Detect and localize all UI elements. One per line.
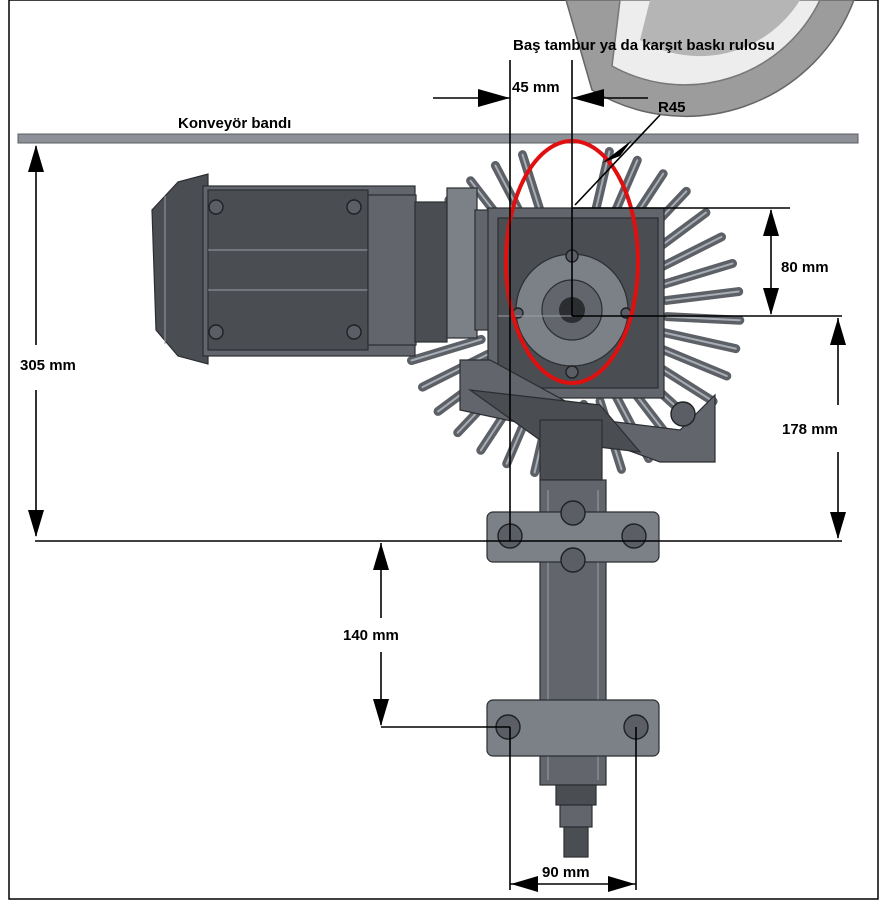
head-drum (565, 0, 855, 118)
bristle-highlight (655, 235, 723, 271)
bristle-highlight (665, 315, 741, 322)
bristle-highlight (663, 331, 737, 350)
dim-80-label: 80 mm (781, 259, 829, 276)
dim-45-label: 45 mm (512, 79, 560, 96)
belt-label: Konveyör bandı (178, 115, 291, 132)
dim-305-label: 305 mm (20, 357, 76, 374)
motor (151, 173, 500, 365)
dim-90-label: 90 mm (542, 864, 590, 881)
bristle-highlight (410, 338, 483, 362)
dim-140-label: 140 mm (343, 627, 399, 644)
bristle-highlight (665, 290, 740, 302)
drawing-frame (8, 0, 879, 900)
radius-label: R45 (658, 99, 686, 116)
bristle-highlight (658, 347, 728, 377)
dimension-lines (28, 60, 846, 892)
dim-178-label: 178 mm (782, 421, 838, 438)
clamp-plate-lower (486, 699, 660, 757)
conveyor-belt (17, 133, 859, 144)
bristle-highlight (661, 262, 734, 286)
support-post (539, 419, 607, 858)
drum-label: Baş tambur ya da karşıt baskı rulosu (513, 37, 775, 54)
clamp-plate-upper (486, 500, 660, 573)
